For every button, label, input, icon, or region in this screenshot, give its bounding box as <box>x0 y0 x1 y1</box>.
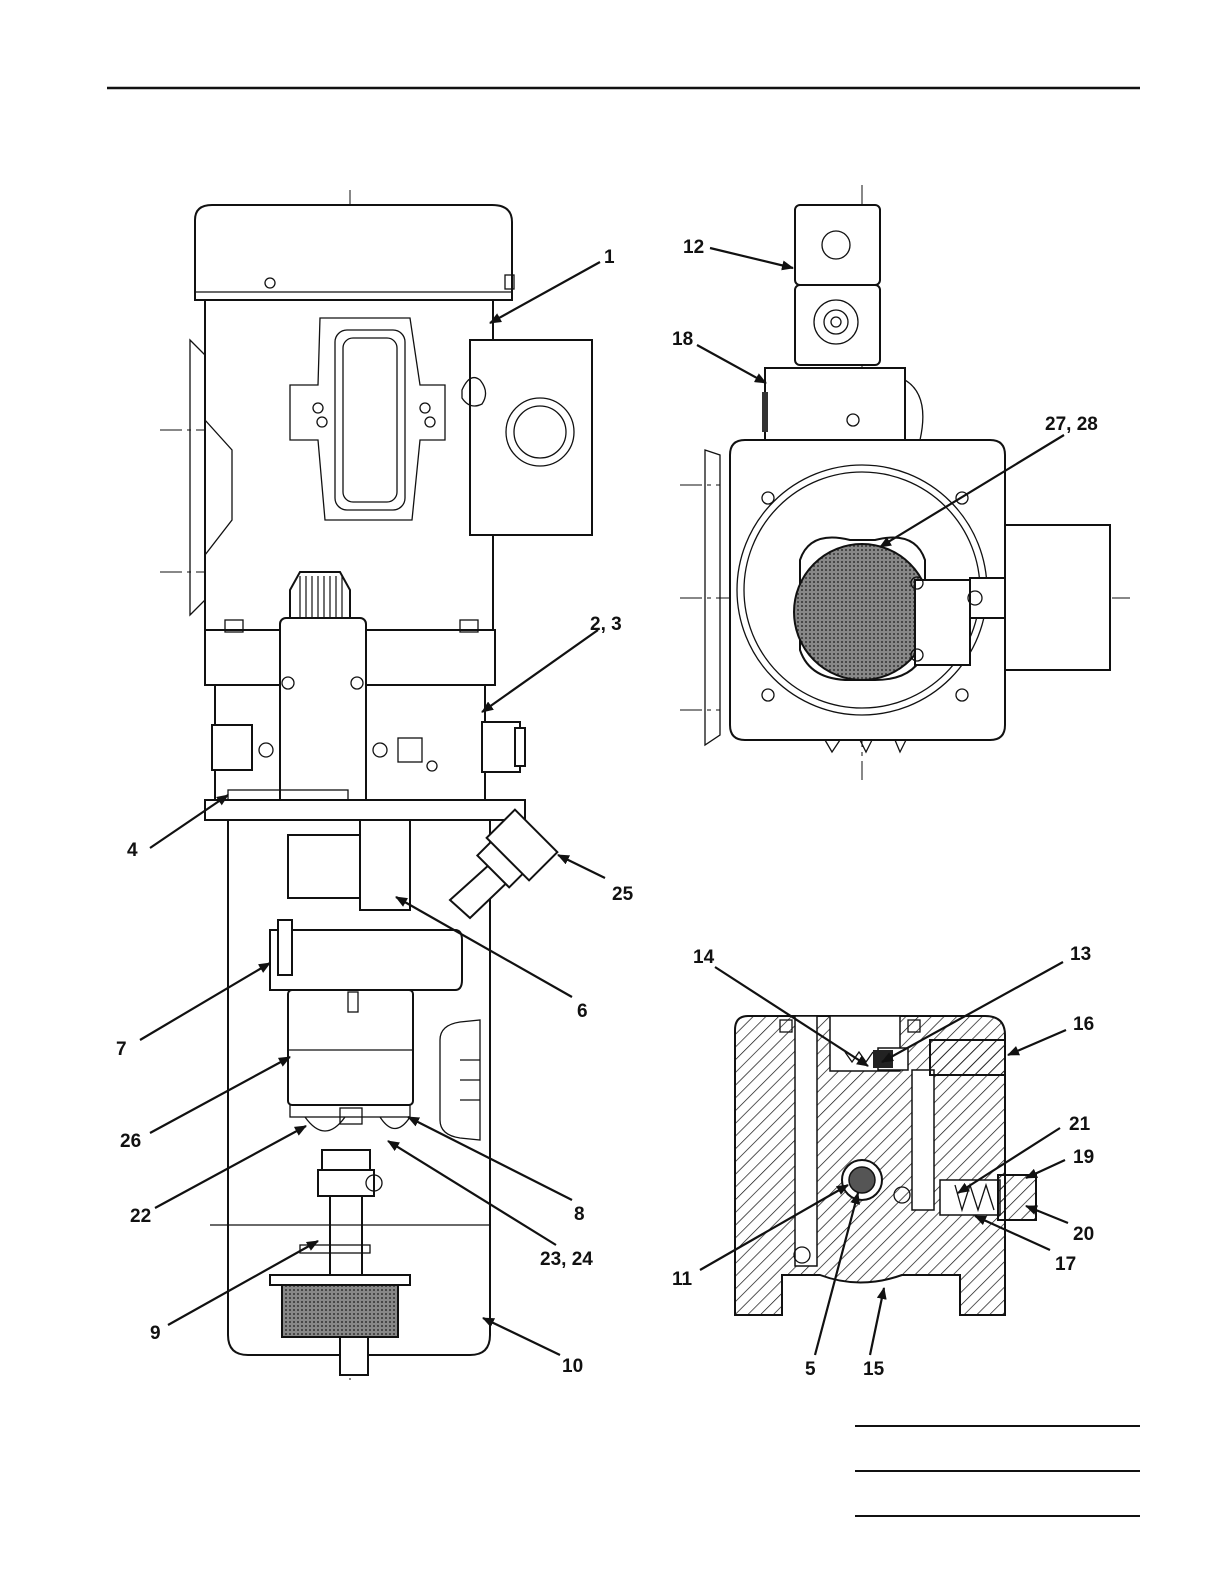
side-view-assembly <box>160 190 592 1380</box>
callout-27-28: 27, 28 <box>1045 414 1098 435</box>
strainer <box>282 1285 398 1337</box>
callout-4: 4 <box>127 840 138 861</box>
callout-9: 9 <box>150 1323 161 1344</box>
callout-7: 7 <box>116 1039 127 1060</box>
callout-5: 5 <box>805 1359 816 1380</box>
relief-plug <box>998 1175 1036 1220</box>
callout-12: 12 <box>683 237 704 258</box>
callout-19: 19 <box>1073 1147 1094 1168</box>
end-view-assembly <box>680 185 1130 780</box>
callout-26: 26 <box>120 1131 141 1152</box>
callout-21: 21 <box>1069 1114 1091 1135</box>
callout-25: 25 <box>612 884 634 905</box>
callout-17: 17 <box>1055 1254 1076 1275</box>
callout-14: 14 <box>693 947 715 968</box>
pump-body <box>288 990 413 1105</box>
port-plug <box>930 1040 1005 1075</box>
callout-10: 10 <box>562 1356 583 1377</box>
callout-8: 8 <box>574 1204 585 1225</box>
motor-body <box>205 300 493 630</box>
callout-15: 15 <box>863 1359 885 1380</box>
callout-6: 6 <box>577 1001 588 1022</box>
callout-20: 20 <box>1073 1224 1094 1245</box>
callout-1: 1 <box>604 247 615 268</box>
callout-13: 13 <box>1070 944 1091 965</box>
callout-23-24: 23, 24 <box>540 1249 593 1270</box>
callout-16: 16 <box>1073 1014 1094 1035</box>
suction-screen-disc <box>794 544 930 680</box>
callout-11: 11 <box>672 1269 693 1290</box>
callout-22: 22 <box>130 1206 151 1227</box>
callout-2-3: 2, 3 <box>590 614 622 635</box>
callout-18: 18 <box>672 329 693 350</box>
motor-fan-cover <box>195 205 512 300</box>
